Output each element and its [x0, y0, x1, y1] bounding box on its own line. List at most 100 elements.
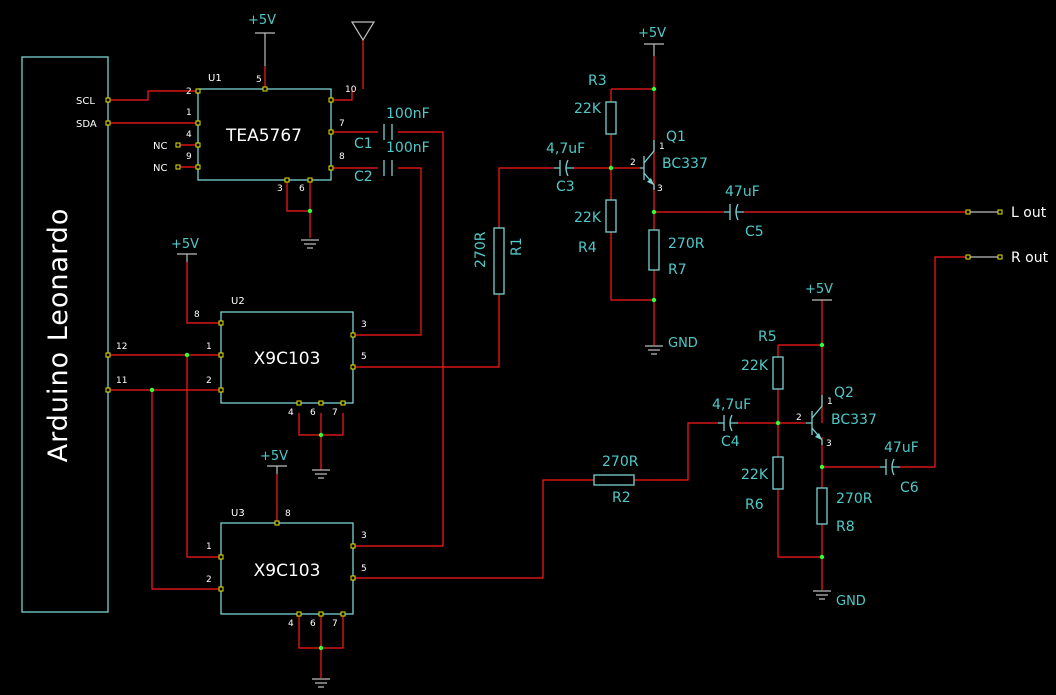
r8-value: 270R	[836, 491, 873, 507]
r2-ref: R2	[612, 490, 631, 506]
resistor-r1: 270R R1	[473, 227, 525, 295]
c5-value: 47uF	[725, 184, 760, 200]
resistors: 270R R1 270R R2 R3 22K 22K R4 R5 22K 22K…	[473, 73, 873, 535]
u2-pin-4: 4	[288, 408, 294, 418]
capacitors: 100nF C1 100nF C2 4,7uF C3 4,7uF C4 47uF…	[354, 106, 919, 496]
c1-ref: C1	[354, 136, 373, 152]
arduino-pin-sda: SDA	[76, 119, 97, 130]
r6-value: 22K	[741, 467, 769, 483]
u3-pin-7: 7	[332, 619, 338, 629]
u1-pin-1: 1	[186, 108, 192, 118]
u1-ref: U1	[208, 73, 222, 84]
r2-value: 270R	[602, 454, 639, 470]
c3-value: 4,7uF	[546, 141, 585, 157]
u2-value: X9C103	[254, 349, 321, 369]
u1-pin-2: 2	[186, 87, 192, 97]
vcc-label-u1: +5V	[248, 13, 276, 28]
output-right: R out	[965, 250, 1049, 266]
junctions	[149, 86, 825, 651]
q1-pin-c: 1	[659, 142, 665, 152]
r8-ref: R8	[836, 519, 855, 535]
ground-symbol-q2: GND	[813, 590, 866, 609]
u1-pin-9: 9	[186, 152, 192, 162]
resistor-r2: 270R R2	[593, 454, 639, 506]
outputs: L out R out	[965, 205, 1049, 266]
u3-pin-8: 8	[285, 509, 291, 519]
c3-ref: C3	[556, 179, 575, 195]
ground-symbol-u3	[312, 678, 330, 688]
output-left: L out	[965, 205, 1047, 221]
u3-pin-2: 2	[206, 575, 212, 585]
c1-value: 100nF	[386, 106, 430, 122]
r1-ref: R1	[509, 237, 525, 256]
vcc-symbol-q2: +5V	[805, 282, 833, 301]
q2-pin-c: 1	[827, 397, 833, 407]
resistor-r3: R3 22K	[574, 73, 617, 135]
resistor-r6: 22K R6	[741, 456, 784, 513]
vcc-label-q2: +5V	[805, 282, 833, 297]
u1-pin-5: 5	[256, 75, 262, 85]
u1-tea5767: U1 TEA5767 2 1 4 9 NC NC 5 10 7 8 3 6	[153, 73, 357, 194]
u2-pin-2: 2	[206, 376, 212, 386]
u1-nc-label-a: NC	[153, 141, 167, 152]
q1-value: BC337	[662, 156, 708, 172]
u2-pin-8: 8	[194, 310, 200, 320]
u3-pin-5: 5	[361, 564, 367, 574]
c6-ref: C6	[900, 480, 919, 496]
arduino-pin-12: 12	[116, 342, 127, 352]
u1-pin-10: 10	[345, 85, 357, 95]
gnd-label-q2: GND	[836, 594, 866, 609]
q2-ref: Q2	[834, 385, 854, 401]
q2-pin-b: 2	[796, 413, 802, 423]
c5-ref: C5	[745, 224, 764, 240]
r4-value: 22K	[574, 210, 602, 226]
resistor-r4: 22K R4	[574, 199, 617, 256]
arduino-pin-scl: SCL	[76, 96, 95, 107]
r3-ref: R3	[588, 73, 607, 89]
output-right-label: R out	[1011, 250, 1049, 266]
u3-x9c103: U3 X9C103 8 1 2 3 5 4 6 7	[206, 508, 367, 629]
output-left-label: L out	[1011, 205, 1047, 221]
r3-value: 22K	[574, 101, 602, 117]
transistor-q2: 2 1 3 Q2 BC337	[796, 385, 877, 449]
vcc-label-u2: +5V	[171, 237, 199, 252]
u2-ref: U2	[231, 296, 245, 307]
r7-value: 270R	[668, 236, 705, 252]
ground-symbol-u1	[301, 239, 319, 249]
vcc-symbol-u2: +5V	[171, 237, 199, 262]
u3-value: X9C103	[254, 561, 321, 581]
transistor-q1: 2 1 3 Q1 BC337	[630, 129, 708, 194]
vcc-symbol-u1: +5V	[248, 13, 276, 66]
resistor-r5: R5 22K	[741, 329, 784, 390]
r5-value: 22K	[741, 358, 769, 374]
vcc-label-q1: +5V	[638, 26, 666, 41]
c4-ref: C4	[721, 434, 740, 450]
u1-pin-6: 6	[299, 184, 305, 194]
u1-pin-3: 3	[277, 184, 283, 194]
c2-value: 100nF	[386, 140, 430, 156]
q1-pin-b: 2	[630, 158, 636, 168]
vcc-symbol-q1: +5V	[638, 26, 666, 56]
u1-nc-label-b: NC	[153, 163, 167, 174]
c2-ref: C2	[354, 169, 373, 185]
ground-symbol-q1: GND	[645, 336, 698, 355]
capacitor-c1: 100nF C1	[354, 106, 430, 152]
u3-pin-4: 4	[288, 619, 294, 629]
c6-value: 47uF	[884, 440, 919, 456]
r4-ref: R4	[578, 240, 597, 256]
u1-value: TEA5767	[225, 126, 302, 146]
r6-ref: R6	[745, 497, 764, 513]
u2-pin-1: 1	[206, 342, 212, 352]
u3-pin-6: 6	[310, 619, 316, 629]
arduino-label: Arduino Leonardo	[43, 208, 74, 463]
q2-value: BC337	[831, 412, 877, 428]
capacitor-c3: 4,7uF C3	[546, 141, 585, 195]
vcc-label-u3: +5V	[260, 449, 288, 464]
q1-pin-e: 3	[657, 184, 663, 194]
arduino-pin-11: 11	[116, 376, 127, 386]
resistor-r8: 270R R8	[816, 487, 873, 535]
resistor-r7: 270R R7	[648, 229, 705, 278]
u1-pin-4: 4	[186, 130, 192, 140]
vcc-symbol-u3: +5V	[260, 449, 288, 474]
